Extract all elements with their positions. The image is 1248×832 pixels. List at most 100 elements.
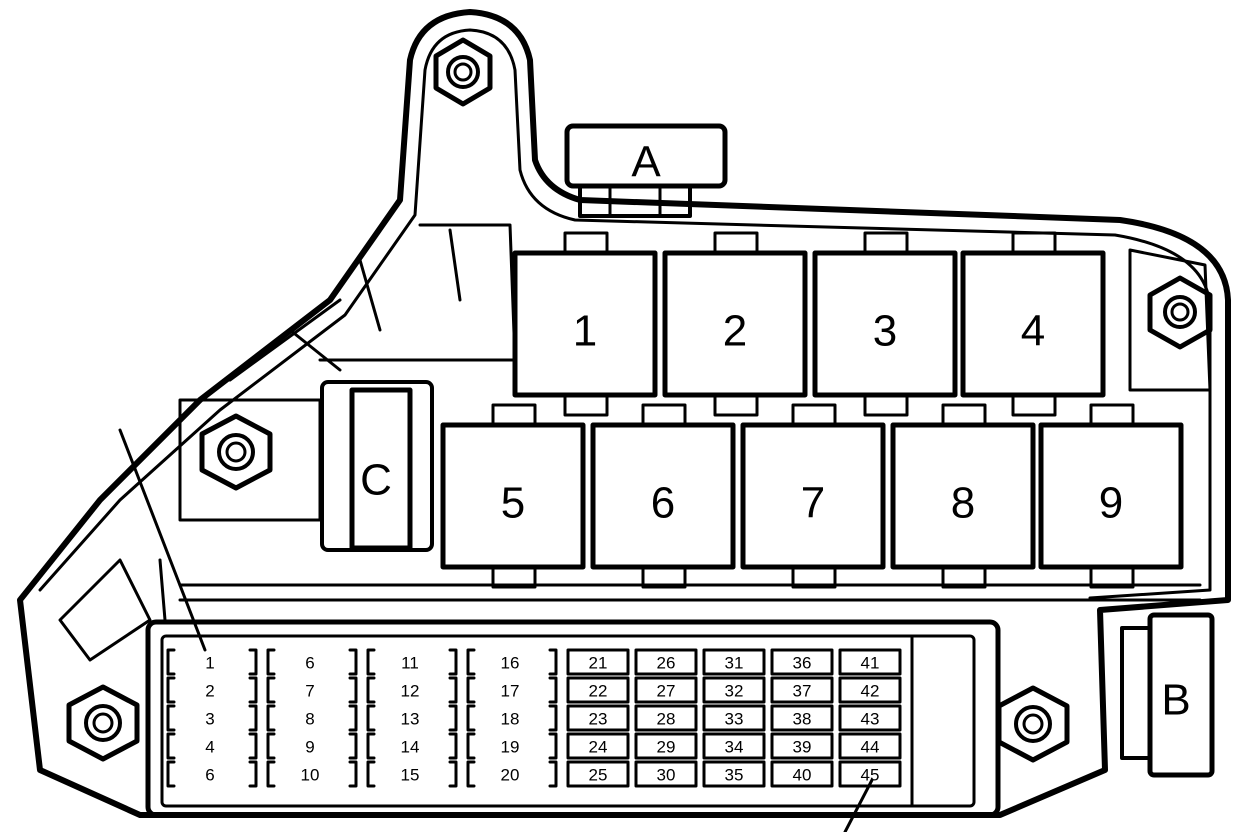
fuse-label: 7 bbox=[305, 682, 314, 701]
connector-a-label: A bbox=[631, 138, 661, 187]
fuse-label: 19 bbox=[501, 738, 520, 757]
fuse-20: 20 bbox=[466, 760, 558, 788]
fuse-12: 12 bbox=[366, 676, 458, 704]
relay-9: 9 bbox=[1038, 403, 1184, 589]
housing-rib bbox=[178, 583, 1202, 602]
fuse-label: 10 bbox=[301, 766, 320, 785]
fuse-label: 12 bbox=[401, 682, 420, 701]
mounting-bolt-icon bbox=[996, 685, 1070, 763]
fuse-label: 2 bbox=[205, 682, 214, 701]
connector-c: C bbox=[320, 380, 434, 552]
fuse-19: 19 bbox=[466, 732, 558, 760]
fuse-panel bbox=[145, 619, 1001, 818]
fuse-18: 18 bbox=[466, 704, 558, 732]
fuse-15: 15 bbox=[366, 760, 458, 788]
fuse-42: 42 bbox=[838, 676, 902, 704]
fuse-16: 16 bbox=[466, 648, 558, 676]
relay-5: 5 bbox=[440, 403, 586, 589]
fuse-label: 15 bbox=[401, 766, 420, 785]
fuse-label: 27 bbox=[657, 682, 676, 701]
relay-label: 7 bbox=[801, 479, 825, 528]
fuse-label: 17 bbox=[501, 682, 520, 701]
relay-label: 6 bbox=[651, 479, 675, 528]
fuse-22: 22 bbox=[566, 676, 630, 704]
fuse-label: 8 bbox=[305, 710, 314, 729]
fuse-14: 14 bbox=[366, 732, 458, 760]
connector-c-label: C bbox=[360, 456, 392, 505]
fuse-label: 42 bbox=[861, 682, 880, 701]
housing-rib bbox=[318, 223, 517, 362]
fuse-label: 39 bbox=[793, 738, 812, 757]
fuse-label: 40 bbox=[793, 766, 812, 785]
connector-a: A bbox=[564, 123, 728, 218]
fuse-label: 41 bbox=[861, 654, 880, 673]
fuse-label: 13 bbox=[401, 710, 420, 729]
relay-label: 2 bbox=[723, 307, 747, 356]
fuse-label: 23 bbox=[589, 710, 608, 729]
fuse-43: 43 bbox=[838, 704, 902, 732]
relay-label: 3 bbox=[873, 307, 897, 356]
fuse-23: 23 bbox=[566, 704, 630, 732]
fuse-17: 17 bbox=[466, 676, 558, 704]
mounting-bolt-icon bbox=[1147, 275, 1213, 350]
fuse-label: 1 bbox=[205, 654, 214, 673]
fuse-35: 35 bbox=[702, 760, 766, 788]
mounting-bolt-icon bbox=[199, 413, 273, 491]
fuse-label: 18 bbox=[501, 710, 520, 729]
fuse-6: 6 bbox=[166, 760, 258, 788]
fuse-label: 38 bbox=[793, 710, 812, 729]
fuse-label: 4 bbox=[205, 738, 214, 757]
fuse-1: 1 bbox=[166, 648, 258, 676]
fuse-label: 28 bbox=[657, 710, 676, 729]
fuse-40: 40 bbox=[770, 760, 834, 788]
fuse-31: 31 bbox=[702, 648, 766, 676]
fuse-27: 27 bbox=[634, 676, 698, 704]
fuse-37: 37 bbox=[770, 676, 834, 704]
fuse-label: 22 bbox=[589, 682, 608, 701]
relay-label: 8 bbox=[951, 479, 975, 528]
fuse-45: 45 bbox=[838, 760, 902, 788]
relay-4: 4 bbox=[960, 231, 1106, 417]
relay-7: 7 bbox=[740, 403, 886, 589]
fuse-30: 30 bbox=[634, 760, 698, 788]
connector-b: B bbox=[1120, 612, 1215, 778]
fuse-label: 26 bbox=[657, 654, 676, 673]
fuse-label: 3 bbox=[205, 710, 214, 729]
fuse-21: 21 bbox=[566, 648, 630, 676]
fuse-label: 6 bbox=[305, 654, 314, 673]
fuse-label: 9 bbox=[305, 738, 314, 757]
fuse-33: 33 bbox=[702, 704, 766, 732]
fuse-8: 8 bbox=[266, 704, 358, 732]
fuse-label: 45 bbox=[861, 766, 880, 785]
fuse-label: 35 bbox=[725, 766, 744, 785]
fuse-39: 39 bbox=[770, 732, 834, 760]
fuse-label: 43 bbox=[861, 710, 880, 729]
fuse-label: 24 bbox=[589, 738, 608, 757]
fuse-32: 32 bbox=[702, 676, 766, 704]
fuse-label: 29 bbox=[657, 738, 676, 757]
relay-6: 6 bbox=[590, 403, 736, 589]
fuse-label: 21 bbox=[589, 654, 608, 673]
relay-8: 8 bbox=[890, 403, 1036, 589]
fuse-label: 44 bbox=[861, 738, 880, 757]
housing-rib bbox=[228, 228, 462, 382]
fuse-label: 37 bbox=[793, 682, 812, 701]
relay-label: 5 bbox=[501, 479, 525, 528]
fuse-label: 6 bbox=[205, 766, 214, 785]
housing-rib bbox=[1128, 248, 1212, 392]
housing-inner-outline bbox=[38, 28, 1212, 600]
fuse-34: 34 bbox=[702, 732, 766, 760]
fuse-10: 10 bbox=[266, 760, 358, 788]
fuse-3: 3 bbox=[166, 704, 258, 732]
fuse-41: 41 bbox=[838, 648, 902, 676]
fuse-13: 13 bbox=[366, 704, 458, 732]
fuse-label: 25 bbox=[589, 766, 608, 785]
relay-label: 1 bbox=[573, 307, 597, 356]
housing-rib bbox=[58, 558, 167, 662]
fuse-11: 11 bbox=[366, 648, 458, 676]
fuse-25: 25 bbox=[566, 760, 630, 788]
fuse-label: 11 bbox=[401, 654, 419, 673]
housing-outline bbox=[17, 9, 1231, 818]
fuse-9: 9 bbox=[266, 732, 358, 760]
